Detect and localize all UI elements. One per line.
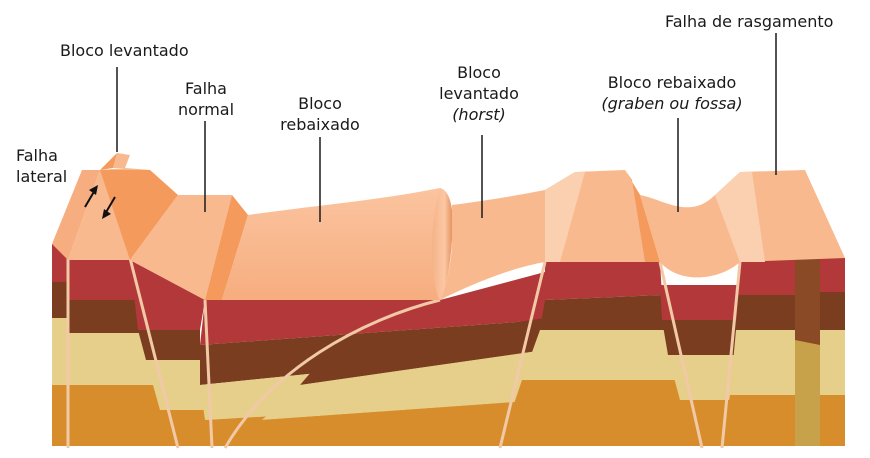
label-graben-line1: Bloco rebaixado bbox=[574, 72, 770, 93]
layer-red-block-a bbox=[68, 260, 138, 300]
label-bloco-rebaixado: Bloco rebaixado bbox=[270, 93, 370, 135]
label-bloco-rebaixado-graben: Bloco rebaixado (graben ou fossa) bbox=[574, 72, 770, 114]
label-horst-line3: (horst) bbox=[427, 104, 531, 125]
top-surface bbox=[52, 153, 845, 300]
label-falha-rasgamento-line1: Falha de rasgamento bbox=[665, 11, 833, 32]
bloco-rebaixado-top bbox=[222, 188, 440, 300]
label-falha-rasgamento: Falha de rasgamento bbox=[665, 11, 833, 32]
label-bloco-levantado-line1: Bloco levantado bbox=[60, 40, 189, 61]
label-falha-lateral-line1: Falha bbox=[16, 145, 67, 166]
label-falha-normal: Falha normal bbox=[168, 78, 244, 120]
label-bloco-rebaixado-line1: Bloco bbox=[270, 93, 370, 114]
label-horst-line1: Bloco bbox=[427, 62, 531, 83]
label-falha-lateral-line2: lateral bbox=[16, 166, 67, 187]
label-graben-line2: (graben ou fossa) bbox=[574, 93, 770, 114]
label-falha-normal-line1: Falha bbox=[168, 78, 244, 99]
label-bloco-levantado: Bloco levantado bbox=[60, 40, 189, 61]
layer-red-horst bbox=[545, 262, 662, 300]
label-horst-line2: levantado bbox=[427, 83, 531, 104]
label-bloco-levantado-horst: Bloco levantado (horst) bbox=[427, 62, 531, 125]
label-falha-lateral: Falha lateral bbox=[16, 145, 67, 187]
label-bloco-rebaixado-line2: rebaixado bbox=[270, 114, 370, 135]
label-falha-normal-line2: normal bbox=[168, 99, 244, 120]
